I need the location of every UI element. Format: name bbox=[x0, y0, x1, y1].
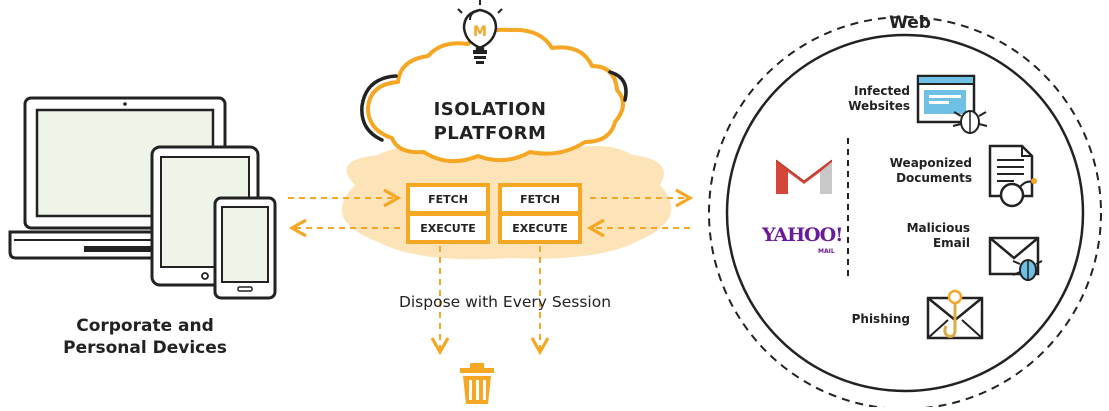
container-2-fetch: FETCH bbox=[502, 187, 578, 211]
dispose-label: Dispose with Every Session bbox=[398, 293, 612, 311]
gmail-icon bbox=[775, 159, 833, 194]
phishing-icon bbox=[926, 289, 984, 340]
isolation-platform-cloud bbox=[360, 27, 628, 164]
web-inner-circle bbox=[725, 33, 1085, 393]
bug-icon bbox=[952, 110, 988, 134]
threat-label-line2: Documents bbox=[896, 171, 972, 185]
platform-title-line2: PLATFORM bbox=[433, 123, 547, 144]
threat-infected-websites: Infected Websites bbox=[800, 84, 910, 114]
threat-label-line2: Email bbox=[932, 236, 970, 250]
threat-label-line1: Phishing bbox=[851, 312, 910, 326]
devices-label-line2: Personal Devices bbox=[63, 338, 227, 358]
devices-label: Corporate and Personal Devices bbox=[40, 315, 250, 359]
threat-phishing: Phishing bbox=[800, 312, 910, 327]
container-1-fetch: FETCH bbox=[410, 187, 486, 211]
threat-weaponized-documents: Weaponized Documents bbox=[862, 156, 972, 186]
threat-malicious-email: Malicious Email bbox=[860, 221, 970, 251]
threat-label-line1: Malicious bbox=[906, 221, 970, 235]
phone-icon bbox=[213, 196, 277, 300]
yahoo-logo: YAHOO! bbox=[762, 224, 843, 246]
bomb-icon bbox=[999, 178, 1037, 208]
yahoo-mail-sublabel: MAIL bbox=[818, 248, 835, 255]
infected-website-icon bbox=[916, 74, 988, 134]
platform-title: ISOLATION PLATFORM bbox=[420, 98, 560, 146]
svg-text:M: M bbox=[473, 24, 487, 40]
malicious-email-icon bbox=[988, 236, 1043, 281]
container-2-execute: EXECUTE bbox=[502, 216, 578, 240]
web-title: Web bbox=[889, 13, 931, 33]
weaponized-document-icon bbox=[988, 144, 1037, 208]
threat-label-line2: Websites bbox=[848, 99, 910, 113]
threat-label-line1: Infected bbox=[854, 84, 910, 98]
container-1-execute: EXECUTE bbox=[410, 216, 486, 240]
threat-label-line1: Weaponized bbox=[889, 156, 972, 170]
lightbulb-icon: M bbox=[457, 0, 503, 64]
platform-title-line1: ISOLATION bbox=[433, 99, 547, 120]
trash-can-icon bbox=[460, 363, 494, 404]
devices-label-line1: Corporate and bbox=[76, 316, 214, 336]
